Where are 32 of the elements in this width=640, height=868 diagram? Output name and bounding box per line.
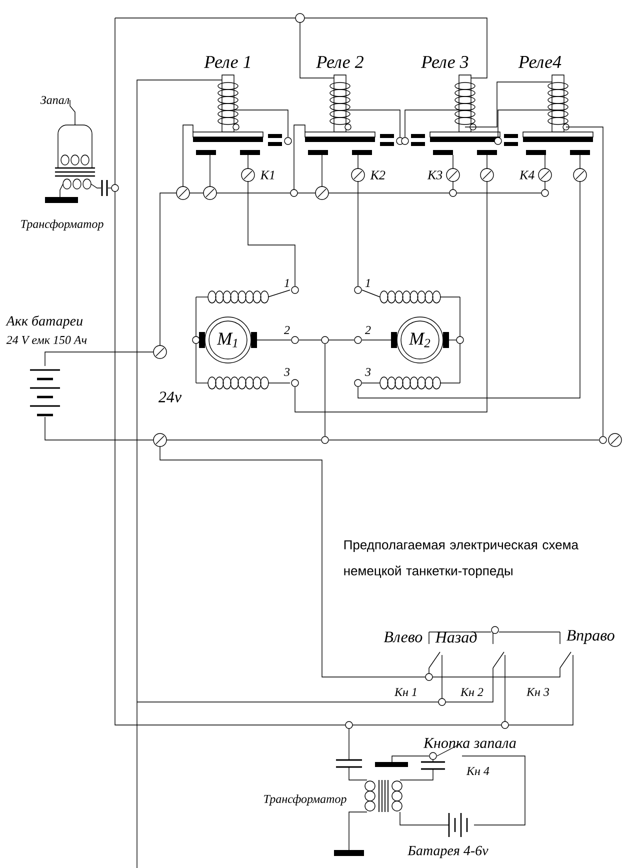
contact-label: К3 [427,170,442,180]
motor-label: M$_{1}$ [216,332,238,348]
switch-label: Влево [384,632,422,642]
switch-label: Кн 4 [466,767,490,775]
terminal-number: 3 [284,368,290,376]
component-label: Трансформатор [264,794,346,806]
terminal-number: 3 [364,368,371,376]
voltage-label: 24v [158,392,182,402]
switch-label: Вправо [566,630,614,644]
battery-label: Батарея 4-6v [408,846,488,858]
terminal-number: 1 [284,279,289,287]
motor-label: M$_{2}$ [408,332,430,348]
relay-label: Реле4 [518,56,562,68]
switch-label: Кнопка запала [423,738,516,748]
switch-label: Кн 1 [394,688,416,696]
terminal-number: 2 [284,326,290,334]
contact-label: К2 [370,170,386,180]
contact-label: К1 [260,170,274,180]
terminal-number: 1 [365,279,370,287]
title: Предполагаемая электрическая схема немецкой танкетки-торпеды [344,540,578,578]
switch-label: Кн 2 [460,688,484,696]
component-label: Трансформатор [21,220,104,230]
switch-label: Кн 3 [526,688,550,696]
relay-label: Реле 2 [316,56,364,68]
component-label: Запал [40,96,70,104]
battery-label: Акк батареи [6,316,83,328]
relay-label: Реле 3 [421,56,468,68]
terminal-number: 2 [365,326,371,334]
switch-label: Назад [435,631,477,643]
relay-label: Реле 1 [204,56,250,68]
battery-label: 24 V емк 150 Ач [6,336,87,344]
contact-label: К4 [519,170,534,180]
